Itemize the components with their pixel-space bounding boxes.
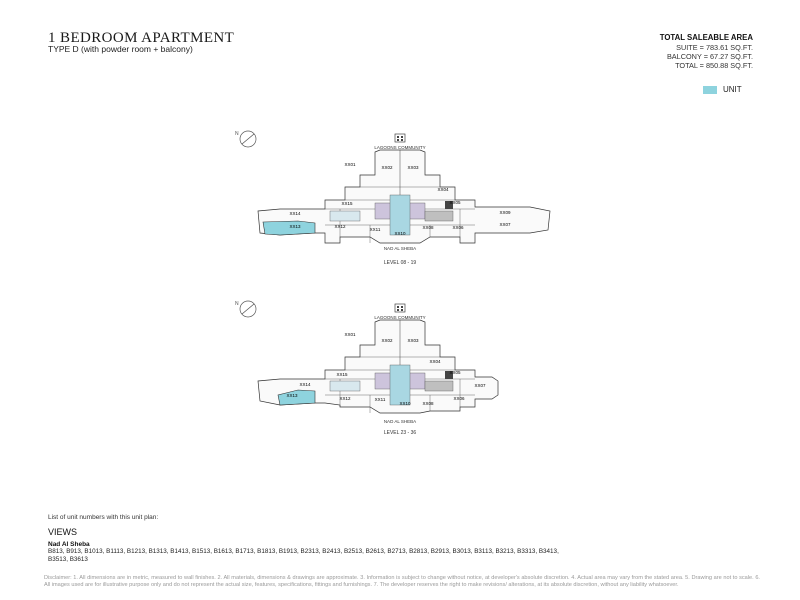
unit-label: XX01	[344, 332, 356, 337]
unit-type-subtitle: TYPE D (with powder room + balcony)	[48, 44, 193, 54]
unit-label: XX04	[429, 359, 441, 364]
saleable-area-box: TOTAL SALEABLE AREA SUITE = 783.61 SQ.FT…	[660, 33, 753, 70]
views-heading: VIEWS	[48, 527, 78, 537]
floor-plan-level-23-36: N LAGOONS COMMUNITY XX01 XX02 XX03 XX04 …	[230, 295, 570, 445]
unit-label: XX04	[437, 187, 449, 192]
unit-numbers-list: B813, B913, B1013, B1113, B1213, B1313, …	[48, 548, 559, 563]
unit-label: XX14	[289, 211, 301, 216]
unit-label: XX05	[449, 200, 461, 205]
unit-legend: UNIT	[703, 85, 742, 94]
unit-label: XX02	[381, 338, 393, 343]
compass-icon: N	[235, 130, 257, 148]
unit-label: XX06	[453, 396, 465, 401]
disclaimer-text: Disclaimer: 1. All dimensions are in met…	[44, 575, 760, 588]
unit-label: XX01	[344, 162, 356, 167]
top-direction-label: LAGOONS COMMUNITY	[374, 315, 425, 320]
unit-label: XX13	[286, 393, 298, 398]
page-title: 1 BEDROOM APARTMENT	[48, 30, 235, 46]
top-direction-label: LAGOONS COMMUNITY	[374, 145, 425, 150]
unit-label: XX14	[299, 382, 311, 387]
building-icon	[394, 133, 406, 143]
unit-label: XX07	[499, 222, 511, 227]
highlighted-unit	[277, 389, 316, 406]
unit-label: XX07	[474, 383, 486, 388]
unit-label: XX05	[449, 370, 461, 375]
highlighted-unit	[262, 220, 316, 236]
level-label: LEVEL 08 - 19	[384, 260, 417, 266]
unit-label: XX10	[394, 231, 406, 236]
bottom-direction-label: NAD AL SHEBA	[384, 246, 416, 251]
compass-north-label: N	[235, 301, 239, 307]
unit-label: XX08	[422, 401, 434, 406]
floor-plan-level-08-19: N LAGOONS COMMUNITY XX01 XX02 XX0	[230, 125, 570, 275]
unit-label: XX02	[381, 165, 393, 170]
unit-label: XX03	[407, 165, 419, 170]
unit-label: XX11	[375, 397, 386, 402]
bottom-direction-label: NAD AL SHEBA	[384, 419, 416, 424]
unit-label: XX15	[336, 372, 348, 377]
unit-label: XX15	[341, 201, 353, 206]
unit-label: XX10	[399, 401, 411, 406]
compass-north-label: N	[235, 131, 239, 137]
total-area: TOTAL = 850.88 SQ.FT.	[675, 61, 753, 70]
unit-label: XX08	[422, 225, 434, 230]
unit-legend-swatch	[703, 85, 717, 94]
saleable-area-title: TOTAL SALEABLE AREA	[659, 33, 753, 42]
unit-label: XX12	[339, 396, 351, 401]
balcony-area: BALCONY = 67.27 SQ.FT.	[666, 52, 753, 61]
unit-label: XX06	[452, 225, 464, 230]
views-direction: Nad Al Sheba	[48, 541, 90, 548]
unit-label: XX09	[499, 210, 511, 215]
unit-legend-label: UNIT	[723, 85, 742, 94]
level-label: LEVEL 23 - 36	[384, 430, 417, 436]
compass-icon: N	[235, 300, 257, 318]
unit-label: XX13	[289, 224, 301, 229]
unit-label: XX11	[370, 227, 381, 232]
unit-list-caption: List of unit numbers with this unit plan…	[48, 514, 159, 521]
building-icon	[394, 303, 406, 313]
suite-area: SUITE = 783.61 SQ.FT.	[676, 43, 753, 52]
unit-label: XX03	[407, 338, 419, 343]
unit-label: XX12	[334, 224, 346, 229]
